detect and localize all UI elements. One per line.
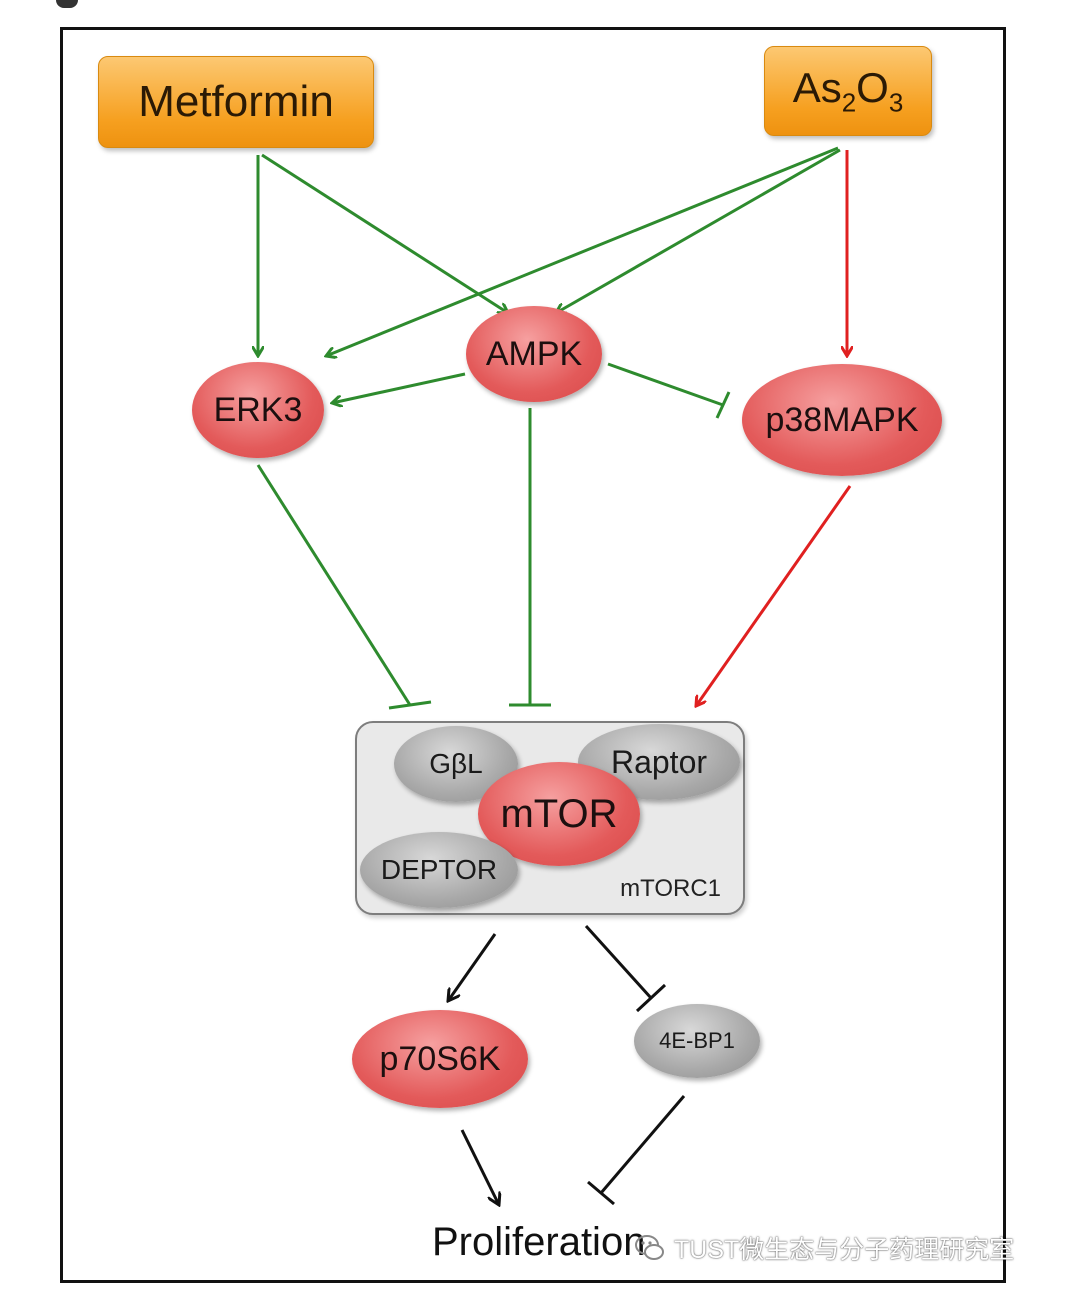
mtorc1-label: mTORC1 (620, 875, 721, 902)
p70s6k-label: p70S6K (379, 1039, 501, 1078)
mtor-node: mTOR (478, 762, 640, 866)
p38mapk-node: p38MAPK (742, 364, 942, 476)
as2o3-box: As2O3 (764, 46, 932, 136)
edge-4ebp1-proliferation (599, 1095, 686, 1194)
as2o3-sub1: 2 (841, 87, 857, 118)
gbl-label: GβL (429, 748, 483, 779)
4ebp1-node: 4E-BP1 (634, 1004, 760, 1078)
metformin-box: Metformin (98, 56, 374, 148)
raptor-label: Raptor (610, 743, 708, 780)
erk3-node: ERK3 (192, 362, 324, 458)
corner-mark (56, 0, 78, 8)
gbl-node: GβL (394, 726, 518, 802)
proliferation-label: Proliferation (432, 1220, 646, 1264)
as2o3-base: As (792, 63, 842, 111)
watermark: TUST微生态与分子药理研究室 (634, 1228, 1014, 1268)
as2o3-label: As2O3 (793, 64, 904, 118)
edge-as2o3-ampk (556, 148, 841, 313)
diagram-frame (60, 27, 1006, 1283)
inhibit-bar-ampk-p38mapk (715, 391, 731, 419)
edge-ampk-p38mapk (607, 362, 724, 407)
inhibit-bar-4ebp1-proliferation (587, 1180, 615, 1206)
edge-mtorc1-4ebp1 (584, 924, 653, 1000)
4ebp1-label: 4E-BP1 (659, 1028, 735, 1053)
edge-erk3-mtorc1 (256, 464, 412, 706)
ampk-label: AMPK (485, 334, 583, 373)
p38mapk-label: p38MAPK (765, 400, 919, 439)
inhibit-bar-erk3-mtorc1 (388, 700, 432, 710)
inhibit-bar-mtorc1-4ebp1 (635, 983, 667, 1013)
edge-p70s6k-proliferation (460, 1129, 499, 1205)
p70s6k-node: p70S6K (352, 1010, 528, 1108)
edge-as2o3-erk3 (326, 146, 839, 356)
erk3-label: ERK3 (213, 390, 303, 429)
ampk-node: AMPK (466, 306, 602, 402)
edge-metformin-ampk (261, 153, 508, 313)
watermark-text: TUST微生态与分子药理研究室 (674, 1236, 1015, 1264)
mtor-label: mTOR (500, 791, 618, 836)
deptor-label: DEPTOR (380, 854, 498, 885)
metformin-label: Metformin (138, 77, 334, 126)
deptor-node: DEPTOR (360, 832, 518, 908)
as2o3-mid: O (856, 63, 889, 111)
edge-mtorc1-p70s6k (448, 933, 497, 1001)
wechat-icon (635, 1235, 664, 1260)
edge-p38mapk-mtorc1 (696, 485, 852, 706)
as2o3-sub2: 3 (888, 87, 904, 118)
edge-ampk-erk3 (332, 372, 466, 403)
raptor-node: Raptor (578, 724, 740, 800)
